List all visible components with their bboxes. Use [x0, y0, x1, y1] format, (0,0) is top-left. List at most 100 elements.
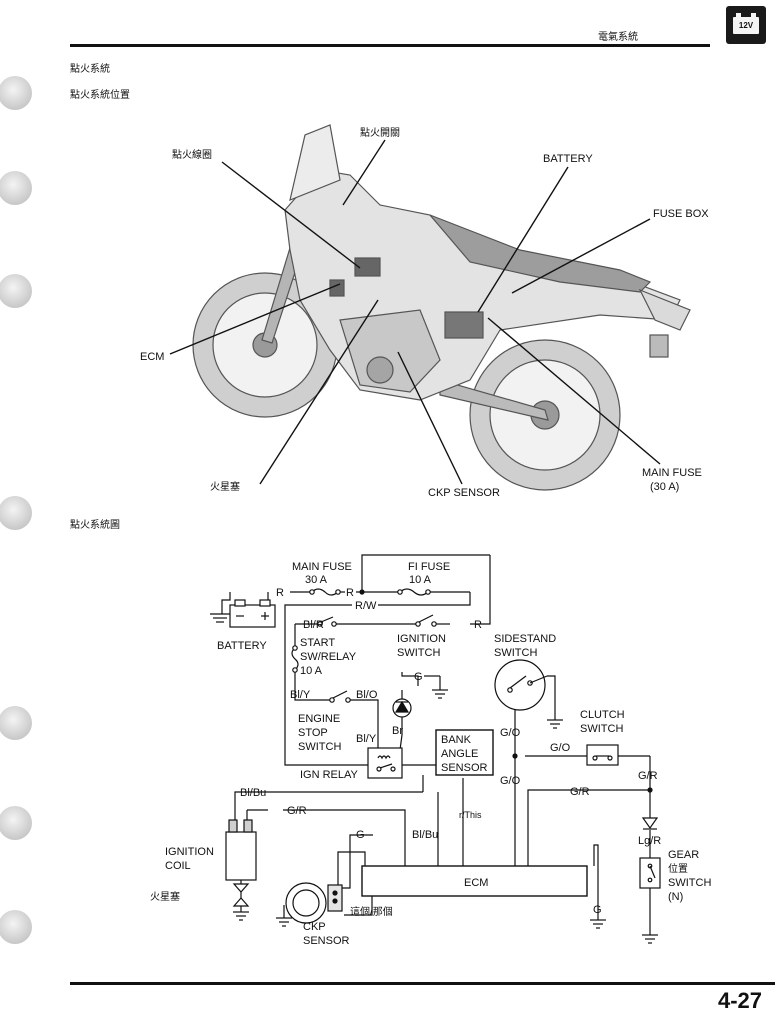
wire-label-g: G — [414, 671, 423, 683]
start-relay-label-3: 10 A — [300, 665, 323, 677]
label-ignition-switch: 點火開關 — [360, 126, 400, 139]
wire-label-br: Br — [392, 725, 403, 737]
component-location-illustration: 點火線圈 點火開關 BATTERY FUSE BOX ECM 火星塞 CKP S… — [140, 124, 709, 499]
diag-fi-fuse-label: FI FUSE — [408, 561, 450, 573]
callout-ignition-coil — [221, 161, 361, 269]
callout-main-fuse — [487, 317, 661, 465]
gear-label-1: GEAR — [668, 849, 699, 861]
wire-label-blbu: Bl/Bu — [240, 787, 266, 799]
location-heading: 點火系統位置 — [70, 90, 130, 101]
clutch-label-2: SWITCH — [580, 723, 623, 735]
wire-label-bly: Bl/Y — [290, 689, 311, 701]
diagram-heading: 點火系統圖 — [70, 520, 120, 531]
fuses — [291, 588, 431, 673]
engine-stop-label-3: SWITCH — [298, 741, 341, 753]
gear-label-2: 位置 — [668, 862, 688, 875]
binder-hole — [0, 496, 32, 530]
wire-label-bly-2: Bl/Y — [356, 733, 377, 745]
bank-angle-sensor-box — [435, 729, 494, 776]
wire-label-blbu-2: Bl/Bu — [412, 829, 438, 841]
wire-label-blr: Bl/R — [303, 619, 324, 631]
engine-stop-label-1: ENGINE — [298, 713, 340, 725]
start-relay-fuse-symbol — [291, 647, 299, 671]
start-relay-label-1: START — [300, 637, 335, 649]
callout-ckp-sensor — [397, 351, 463, 485]
binder-hole — [0, 910, 32, 944]
page-number: 4-27 — [718, 988, 763, 1013]
diode-symbol — [392, 698, 412, 718]
callout-spark-plug — [259, 299, 379, 485]
binder-hole — [0, 274, 32, 308]
bank-angle-label-2: ANGLE — [441, 748, 478, 760]
ign-relay-label: IGN RELAY — [300, 769, 359, 781]
ignition-coil-symbol — [225, 819, 257, 893]
clutch-switch-symbol — [586, 744, 619, 766]
binder-hole — [0, 171, 32, 205]
ckp-sensor-symbol — [285, 882, 343, 924]
sidestand-switch-symbol — [494, 659, 548, 711]
footer-rule — [70, 982, 775, 985]
gear-label-3: SWITCH — [668, 877, 711, 889]
bank-angle-label-1: BANK — [441, 734, 472, 746]
label-battery: BATTERY — [543, 153, 593, 165]
header-rule — [70, 44, 710, 47]
gear-position-switch-symbol — [639, 857, 661, 889]
diag-battery-label: BATTERY — [217, 640, 267, 652]
start-relay-label-2: SW/RELAY — [300, 651, 357, 663]
label-main-fuse-line1: MAIN FUSE — [642, 467, 702, 479]
section-title: 電氣系統 — [598, 32, 638, 43]
this-that-label: 這個/那個 — [350, 905, 393, 918]
diag-fi-fuse-value: 10 A — [409, 574, 432, 586]
wire-label-go-3: G/O — [500, 775, 521, 787]
ecm-box — [361, 865, 588, 897]
spark-plug-symbol — [232, 897, 250, 921]
ignition-switch-label-1: IGNITION — [397, 633, 446, 645]
motorcycle-illustration — [192, 124, 691, 491]
ign-relay-box — [367, 747, 403, 779]
fi-fuse-symbol — [399, 588, 429, 596]
diag-main-fuse-label: MAIN FUSE — [292, 561, 352, 573]
binder-hole — [0, 806, 32, 840]
label-ignition-coil: 點火線圈 — [172, 148, 212, 161]
label-fuse-box: FUSE BOX — [653, 208, 709, 220]
label-ckp-sensor: CKP SENSOR — [428, 487, 500, 499]
callout-ignition-switch — [342, 139, 386, 206]
wire-label-go-2: G/O — [550, 742, 571, 754]
gear-diode-symbol — [641, 817, 659, 830]
ignition-switch-symbol — [415, 614, 437, 627]
ignition-coil-label-2: COIL — [165, 860, 191, 872]
ignition-switch-label-2: SWITCH — [397, 647, 440, 659]
wire-label-rw: R/W — [355, 600, 377, 612]
callout-lines — [169, 139, 661, 485]
gear-label-4: (N) — [668, 891, 683, 903]
ckp-label-1: CKP — [303, 921, 326, 933]
battery-symbol — [229, 599, 276, 628]
sidestand-label-1: SIDESTAND — [494, 633, 556, 645]
wire-label-r: R — [474, 619, 482, 631]
wire-label-lgr: Lg/R — [638, 835, 661, 847]
label-spark-plug: 火星塞 — [210, 480, 240, 493]
wire-label-gr-3: G/R — [287, 805, 307, 817]
wire-label-r-this: r/This — [459, 810, 482, 820]
clutch-label-1: CLUTCH — [580, 709, 625, 721]
battery-12v-icon: 12V — [726, 6, 766, 44]
callout-ecm — [169, 283, 341, 355]
ecm-label: ECM — [464, 877, 488, 889]
wire-label-gr: G/R — [638, 770, 658, 782]
wire-label-g-3: G — [593, 904, 602, 916]
wire-label-gr-2: G/R — [570, 786, 590, 798]
main-fuse-symbol — [311, 588, 339, 596]
wire-label-r: R — [276, 587, 284, 599]
diag-main-fuse-value: 30 A — [305, 574, 328, 586]
engine-stop-label-2: STOP — [298, 727, 328, 739]
bank-angle-label-3: SENSOR — [441, 762, 488, 774]
page-heading: 點火系統 — [70, 64, 110, 75]
sidestand-label-2: SWITCH — [494, 647, 537, 659]
spark-plug-label: 火星塞 — [150, 890, 180, 903]
ckp-label-2: SENSOR — [303, 935, 350, 947]
callout-battery — [477, 166, 569, 313]
label-ecm: ECM — [140, 351, 164, 363]
start-relay-switch-symbol — [317, 616, 337, 627]
wire-label-go: G/O — [500, 727, 521, 739]
